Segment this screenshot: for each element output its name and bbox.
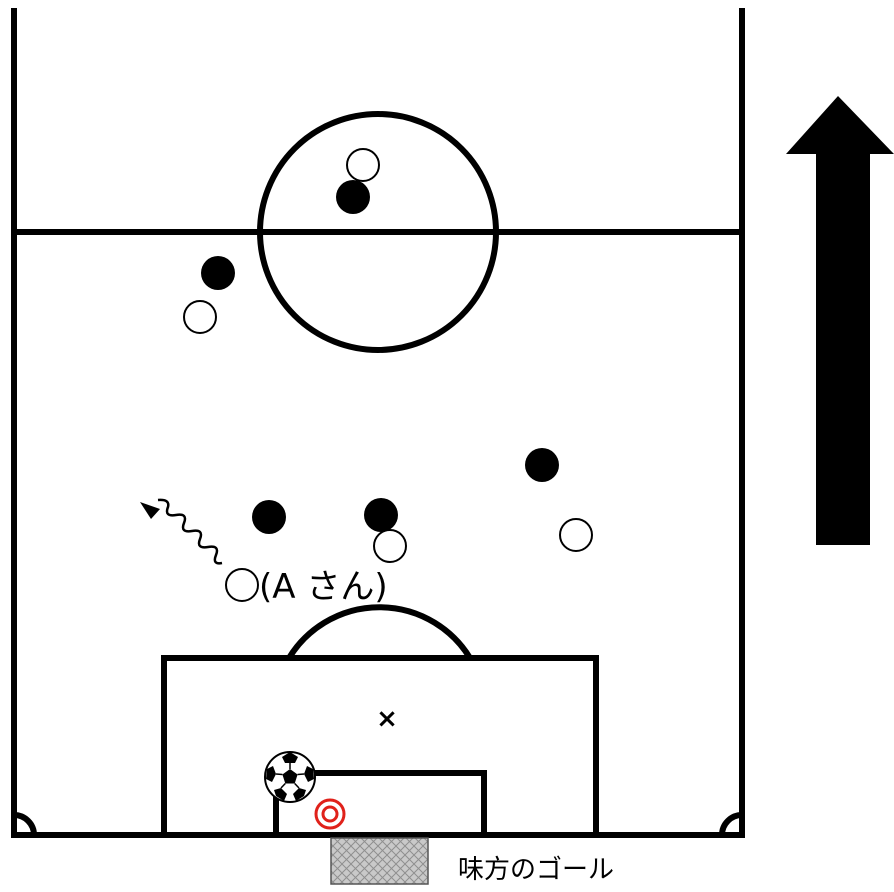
opponent-circle [336,180,370,214]
opponents [201,180,559,534]
opponent-circle [364,498,398,532]
goal-area [273,770,487,838]
teammate-circle [373,529,407,563]
player-a-circle [225,568,259,602]
teammates [183,148,593,602]
field-lines [11,8,745,838]
goal-net [330,837,429,885]
opponent-circle [252,500,286,534]
wavy-run-arrow-icon [157,498,223,565]
corner-arc-left [13,812,37,836]
penalty-arc [286,604,473,660]
wavy-arrow-head [140,502,160,519]
corner-arc-right [719,812,743,836]
center-circle [257,111,499,353]
soccer-ball-icon [264,751,316,803]
opponent-circle [201,256,235,290]
teammate-circle [183,300,217,334]
penalty-area [161,655,599,838]
player-a-label: (A さん) [259,567,388,607]
up-arrow-icon [786,96,894,545]
goal-label: 味方のゴール [458,855,614,885]
penalty-mark: × [376,704,398,734]
opponent-circle [525,448,559,482]
target-marker-icon [314,798,346,830]
teammate-circle [346,148,380,182]
teammate-circle [559,518,593,552]
